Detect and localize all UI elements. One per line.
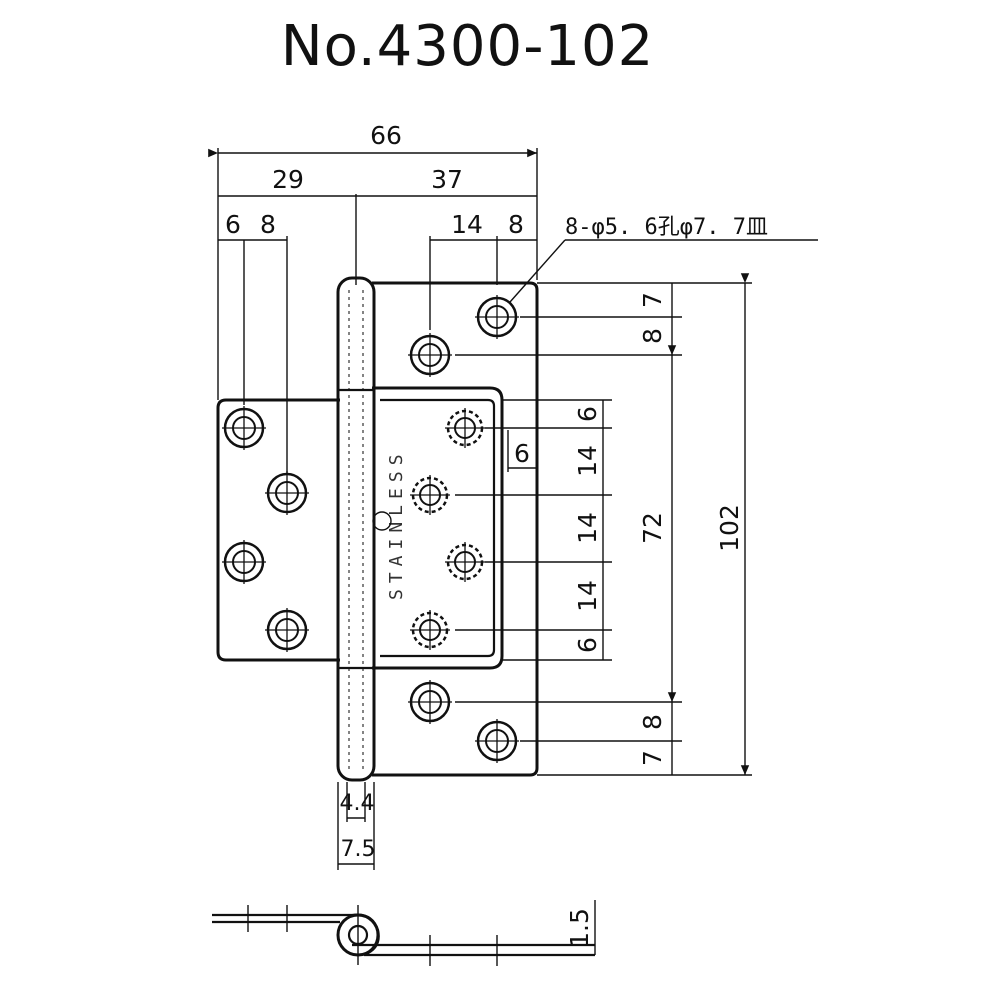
hole-group bbox=[222, 295, 519, 763]
right-leaf bbox=[372, 281, 539, 777]
dim-left-leaf: 29 bbox=[272, 165, 304, 194]
hole-icon bbox=[475, 719, 519, 763]
dim-top-hole-b: 8 bbox=[638, 328, 667, 344]
inner-cutout bbox=[372, 386, 504, 670]
dim-thickness: 1.5 bbox=[565, 908, 594, 948]
hole-icon bbox=[222, 406, 266, 450]
left-leaf bbox=[216, 398, 340, 662]
dim-inner-bottom: 6 bbox=[573, 637, 602, 653]
dim-inner-mid-3: 14 bbox=[573, 580, 602, 612]
dim-left-hole-a: 6 bbox=[225, 210, 241, 239]
dim-inner-mid-2: 14 bbox=[573, 512, 602, 544]
dim-knuckle-dia: 7.5 bbox=[341, 837, 376, 862]
stainless-stamp: STAINLESS bbox=[386, 448, 407, 600]
dim-inner-top: 6 bbox=[573, 406, 602, 422]
hole-icon bbox=[408, 333, 452, 377]
side-view: 1.5 bbox=[212, 900, 596, 966]
dim-inner-mid-1: 14 bbox=[573, 445, 602, 477]
hole-callout-text: 8-φ5. 6孔φ7. 7皿 bbox=[565, 215, 768, 240]
top-dimensions: 66 29 37 6 8 14 8 bbox=[208, 121, 538, 480]
dim-bottom-hole-b: 8 bbox=[638, 714, 667, 730]
dim-right-hole-a: 14 bbox=[451, 210, 483, 239]
hidden-hole-icon bbox=[445, 542, 485, 582]
dim-left-hole-b: 8 bbox=[260, 210, 276, 239]
dim-pin-dia: 4.4 bbox=[340, 791, 375, 816]
hidden-hole-icon bbox=[410, 475, 450, 515]
hole-icon bbox=[408, 680, 452, 724]
hole-callout: 8-φ5. 6孔φ7. 7皿 bbox=[509, 215, 818, 303]
hole-icon bbox=[265, 471, 309, 515]
logo-mark bbox=[372, 511, 392, 531]
hole-icon bbox=[222, 540, 266, 584]
right-dimensions: 7 8 6 14 14 14 6 72 102 8 7 6 bbox=[455, 273, 752, 776]
knuckle-pin bbox=[336, 276, 376, 782]
dim-overall-width: 66 bbox=[370, 121, 402, 150]
dim-overall-height: 102 bbox=[715, 504, 744, 552]
pin-dimensions: 4.4 7.5 bbox=[337, 782, 376, 870]
dim-inner-height: 72 bbox=[638, 512, 667, 544]
hidden-hole-icon bbox=[445, 408, 485, 448]
dim-right-hole-b: 8 bbox=[508, 210, 524, 239]
dim-bottom-hole-a: 7 bbox=[638, 750, 667, 766]
dim-right-leaf: 37 bbox=[431, 165, 463, 194]
dim-notch: 6 bbox=[514, 439, 530, 468]
drawing-title: No.4300-102 bbox=[280, 14, 655, 79]
hole-icon bbox=[265, 608, 309, 652]
dim-top-hole-a: 7 bbox=[638, 292, 667, 308]
hole-icon bbox=[475, 295, 519, 339]
hidden-hole-icon bbox=[410, 610, 450, 650]
